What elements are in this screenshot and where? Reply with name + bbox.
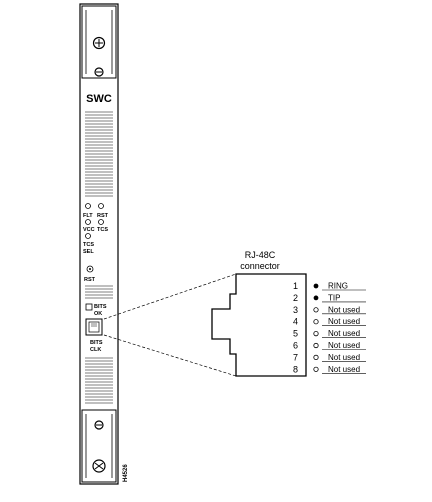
card-name-label: SWC	[86, 93, 112, 105]
bits-clk-label-line1: BITS	[90, 340, 103, 346]
reset-button-label: RST	[84, 277, 96, 283]
pin-function-label: Not used	[328, 317, 360, 326]
callout-leader-lines	[103, 273, 237, 377]
pin-number: 2	[293, 293, 298, 303]
flt-led-label: FLT	[83, 213, 93, 219]
pin-marker-icon	[313, 366, 319, 372]
pin-marker-icon	[313, 342, 319, 349]
vcc-led-icon	[85, 219, 91, 225]
flt-led-icon	[85, 203, 91, 209]
tcs-led-icon	[98, 219, 104, 225]
pin-number: 7	[293, 352, 298, 362]
bits-ok-label-line1: BITS	[94, 304, 107, 310]
reset-button-center	[89, 268, 91, 270]
top-screw-icon	[92, 36, 106, 50]
figure-id-label: H4526	[123, 464, 129, 482]
led-indicators: FLT RST VCC TCS TCS SEL RST	[83, 203, 109, 283]
pin-function-label: Not used	[328, 305, 360, 314]
leader-line-top	[103, 273, 237, 320]
bits-ok-label-line2: OK	[94, 311, 102, 317]
pin-number: 8	[293, 364, 298, 374]
connector-title-line2: connector	[240, 261, 280, 271]
connector-title-line1: RJ-48C	[245, 250, 276, 260]
bits-clk-label-line2: CLK	[90, 347, 101, 353]
pin-marker-icon	[313, 307, 319, 313]
bottom-pin-icon	[94, 420, 104, 430]
bits-ok-led: BITS OK	[85, 303, 107, 317]
bottom-screw-icon	[92, 459, 106, 473]
pin-marker-icon	[313, 283, 319, 289]
pin-marker-icon	[313, 295, 319, 301]
pin-function-label: Not used	[328, 365, 360, 374]
tcs-sel-label-line2: SEL	[83, 249, 94, 255]
rst-led-label: RST	[97, 213, 109, 219]
pin-function-label: RING	[328, 282, 348, 291]
rst-led-icon	[98, 203, 104, 209]
leader-line-bottom	[103, 334, 237, 377]
card-faceplate: SWC FLT RST VCC TCS TCS SEL RST BITS O	[79, 3, 119, 485]
tcs-sel-label-line1: TCS	[83, 242, 94, 248]
middle-vent-slots	[85, 285, 113, 299]
tcs-led-label: TCS	[97, 227, 108, 233]
pin-function-label: TIP	[328, 293, 340, 302]
pin-number: 3	[293, 305, 298, 315]
rj48c-connector-outline	[211, 273, 307, 377]
pin-number: 4	[293, 317, 298, 327]
pin-marker-icon	[313, 319, 319, 325]
top-pin-icon	[94, 67, 104, 77]
pin-function-label: Not used	[328, 341, 360, 350]
bits-ok-led-icon	[85, 303, 93, 311]
pin-number: 6	[293, 341, 298, 351]
upper-vent-slots	[85, 111, 113, 197]
pin-marker-icon	[313, 330, 319, 337]
tcs-sel-led-icon	[85, 233, 91, 239]
lower-vent-slots	[85, 357, 113, 404]
pin-number: 5	[293, 329, 298, 339]
pin-function-label: Not used	[328, 329, 360, 338]
pin-function-label: Not used	[328, 353, 360, 362]
pin-marker-icon	[313, 354, 319, 360]
bits-clk-jack-icon	[85, 318, 103, 336]
vcc-led-label: VCC	[83, 227, 95, 233]
pin-number: 1	[293, 281, 298, 291]
